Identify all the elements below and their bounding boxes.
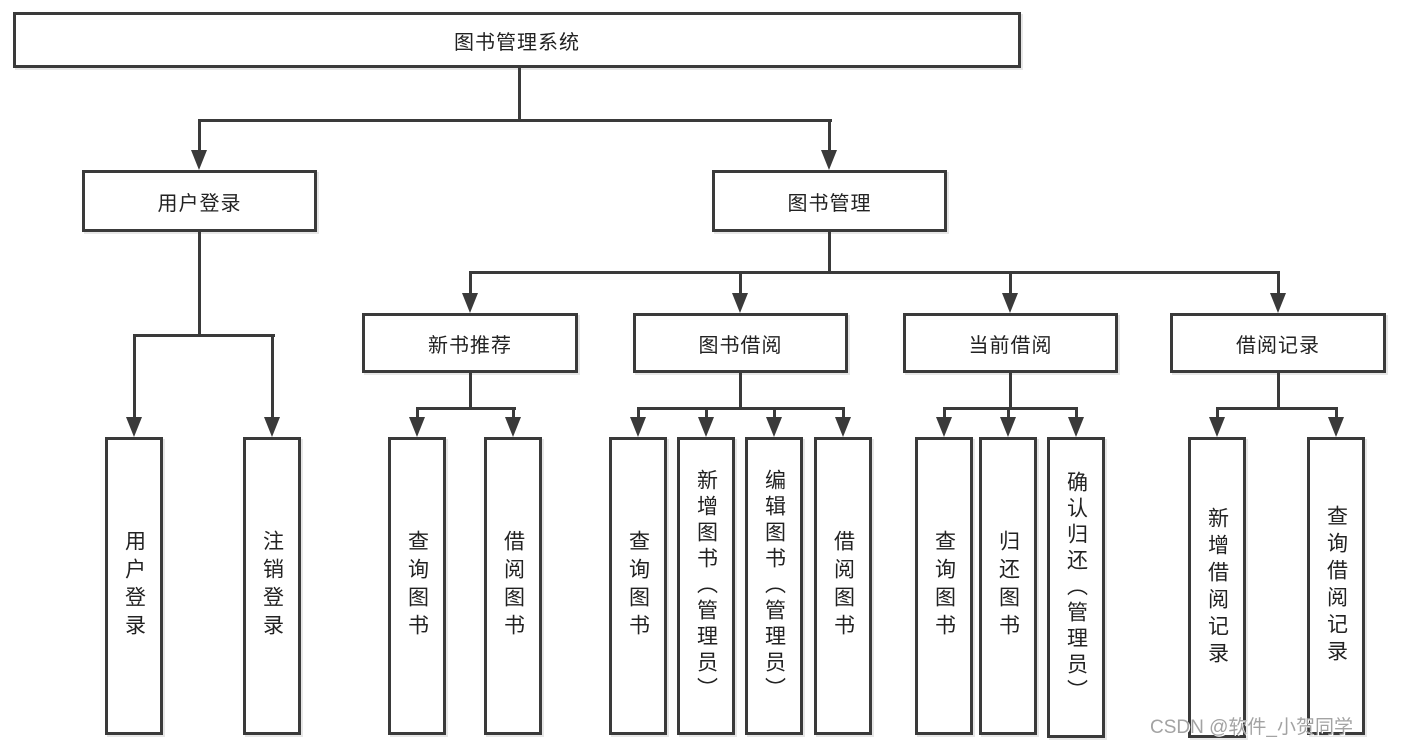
arrow-down-icon <box>630 417 646 437</box>
node-label: 借阅记录 <box>1236 334 1320 357</box>
arrow-down-icon <box>264 417 280 437</box>
leaf-label: 归还图书 <box>996 530 1020 642</box>
connector-drop-leaf <box>705 407 708 421</box>
node-book-management: 图书管理 <box>712 170 947 232</box>
connector-drop-leaf <box>773 407 776 421</box>
leaf-label: 新增借阅记录 <box>1205 506 1229 669</box>
node-label: 图书管理 <box>787 192 872 215</box>
connector-drop-user-login <box>198 119 201 153</box>
arrow-down-icon <box>698 417 714 437</box>
leaf-add-borrow-record: 新增借阅记录 <box>1188 437 1246 738</box>
connector-root-drop <box>518 68 521 121</box>
connector-drop <box>739 373 742 410</box>
arrow-down-icon <box>1002 293 1018 313</box>
arrow-down-icon <box>1209 417 1225 437</box>
node-book-management-system: 图书管理系统 <box>13 12 1021 68</box>
leaf-label: 借阅图书 <box>501 530 525 642</box>
arrow-down-icon <box>462 293 478 313</box>
node-label: 当前借阅 <box>968 334 1053 357</box>
node-user-login: 用户登录 <box>82 170 317 232</box>
connector-drop-leaf <box>1216 407 1219 421</box>
connector-book-management-drop <box>828 232 831 274</box>
connector-drop-current-borrowing <box>1009 271 1012 296</box>
leaf-query-books-borrowing: 查询图书 <box>609 437 667 735</box>
arrow-down-icon <box>766 417 782 437</box>
node-current-borrowing: 当前借阅 <box>903 313 1118 373</box>
leaf-query-books-recommend: 查询图书 <box>388 437 446 735</box>
connector-drop-leaf <box>133 334 136 420</box>
node-label: 用户登录 <box>157 192 242 215</box>
connector-drop <box>469 373 472 410</box>
leaf-label: 查询图书 <box>626 530 650 642</box>
connector-drop-leaf <box>1335 407 1338 421</box>
csdn-watermark: CSDN @软件_小贺同学 <box>1150 717 1353 738</box>
connector-drop-leaf <box>1075 407 1078 421</box>
leaf-label: 注销登录 <box>260 530 284 642</box>
leaf-logout: 注销登录 <box>243 437 301 735</box>
connector-drop <box>1277 373 1280 410</box>
connector-drop-leaf <box>1007 407 1010 421</box>
leaf-query-books-current: 查询图书 <box>915 437 973 735</box>
node-label: 新书推荐 <box>428 334 512 357</box>
leaf-label: 新增图书（管理员） <box>694 469 718 703</box>
leaf-label: 查询图书 <box>932 530 956 642</box>
leaf-return-books: 归还图书 <box>979 437 1037 735</box>
leaf-borrow-books-borrowing: 借阅图书 <box>814 437 872 735</box>
arrow-down-icon <box>1000 417 1016 437</box>
arrow-down-icon <box>1270 293 1286 313</box>
connector-drop-book-borrowing <box>739 271 742 296</box>
arrow-down-icon <box>835 417 851 437</box>
leaf-borrow-books-recommend: 借阅图书 <box>484 437 542 735</box>
node-new-book-recommend: 新书推荐 <box>362 313 578 373</box>
arrow-down-icon <box>1068 417 1084 437</box>
arrow-down-icon <box>821 150 837 170</box>
connector-drop-leaf <box>842 407 845 421</box>
connector-drop-borrowing-records <box>1277 271 1280 296</box>
arrow-down-icon <box>936 417 952 437</box>
connector-user-login-drop <box>198 232 201 337</box>
connector-drop-leaf <box>416 407 419 421</box>
node-book-borrowing: 图书借阅 <box>633 313 848 373</box>
connector-drop-leaf <box>637 407 640 421</box>
connector-level2-bar <box>469 271 1280 274</box>
leaf-confirm-return-admin: 确认归还（管理员） <box>1047 437 1105 738</box>
connector-user-login-bar <box>133 334 275 337</box>
connector-drop-leaf <box>271 334 274 420</box>
leaf-label: 查询借阅记录 <box>1324 505 1348 667</box>
arrow-down-icon <box>1328 417 1344 437</box>
connector-bar <box>943 407 1078 410</box>
connector-bar <box>637 407 845 410</box>
leaf-label: 确认归还（管理员） <box>1064 470 1088 705</box>
leaf-add-book-admin: 新增图书（管理员） <box>677 437 735 735</box>
connector-drop <box>1009 373 1012 410</box>
leaf-label: 编辑图书（管理员） <box>762 469 786 703</box>
arrow-down-icon <box>409 417 425 437</box>
arrow-down-icon <box>126 417 142 437</box>
leaf-user-login: 用户登录 <box>105 437 163 735</box>
arrow-down-icon <box>505 417 521 437</box>
node-label: 图书借阅 <box>698 334 783 357</box>
leaf-label: 借阅图书 <box>831 530 855 642</box>
connector-drop-leaf <box>943 407 946 421</box>
connector-level1-bar <box>198 119 832 122</box>
arrow-down-icon <box>732 293 748 313</box>
connector-drop-book-management <box>828 119 831 153</box>
arrow-down-icon <box>191 150 207 170</box>
node-borrowing-records: 借阅记录 <box>1170 313 1386 373</box>
node-label: 图书管理系统 <box>454 31 580 54</box>
connector-bar <box>1216 407 1338 410</box>
leaf-edit-book-admin: 编辑图书（管理员） <box>745 437 803 735</box>
connector-bar <box>416 407 516 410</box>
connector-drop-leaf <box>512 407 515 421</box>
connector-drop-new-book <box>469 271 472 296</box>
leaf-label: 用户登录 <box>122 530 146 642</box>
leaf-query-borrow-record: 查询借阅记录 <box>1307 437 1365 735</box>
leaf-label: 查询图书 <box>405 530 429 642</box>
